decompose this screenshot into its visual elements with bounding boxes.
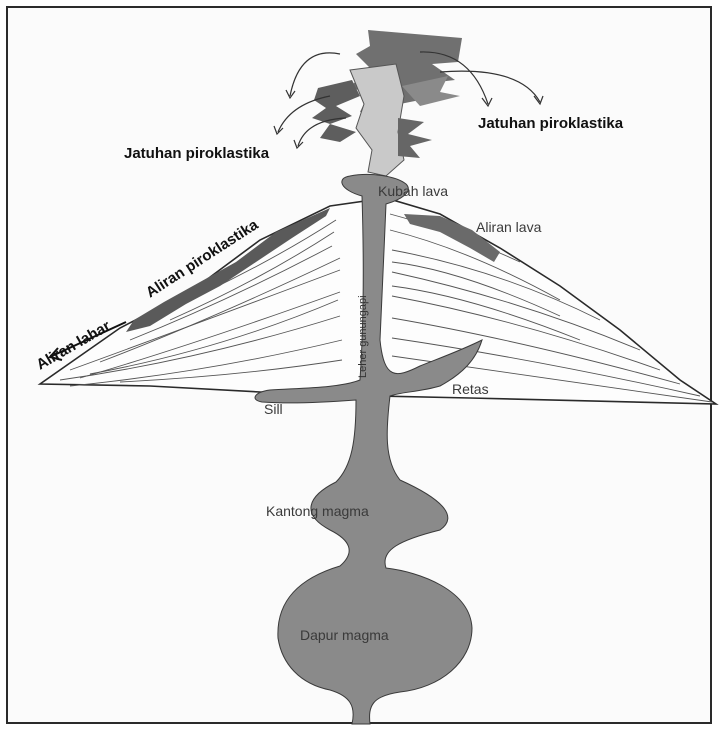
label-kantong-magma: Kantong magma	[266, 503, 369, 519]
label-dapur-magma: Dapur magma	[300, 627, 389, 643]
label-kubah-lava: Kubah lava	[378, 183, 448, 199]
label-aliran-lava: Aliran lava	[476, 219, 542, 235]
label-jatuhan-piroklastika-left: Jatuhan piroklastika	[124, 145, 270, 162]
eruption-cloud	[312, 30, 462, 176]
label-leher-gunungapi: Leher gunungapi	[357, 295, 369, 378]
label-retas: Retas	[452, 381, 489, 397]
cloud-dark-right	[398, 118, 432, 158]
cloud-dark-left	[312, 80, 360, 142]
label-sill: Sill	[264, 401, 283, 417]
cloud-ash-column	[350, 64, 404, 176]
label-jatuhan-piroklastika-right: Jatuhan piroklastika	[478, 115, 624, 132]
